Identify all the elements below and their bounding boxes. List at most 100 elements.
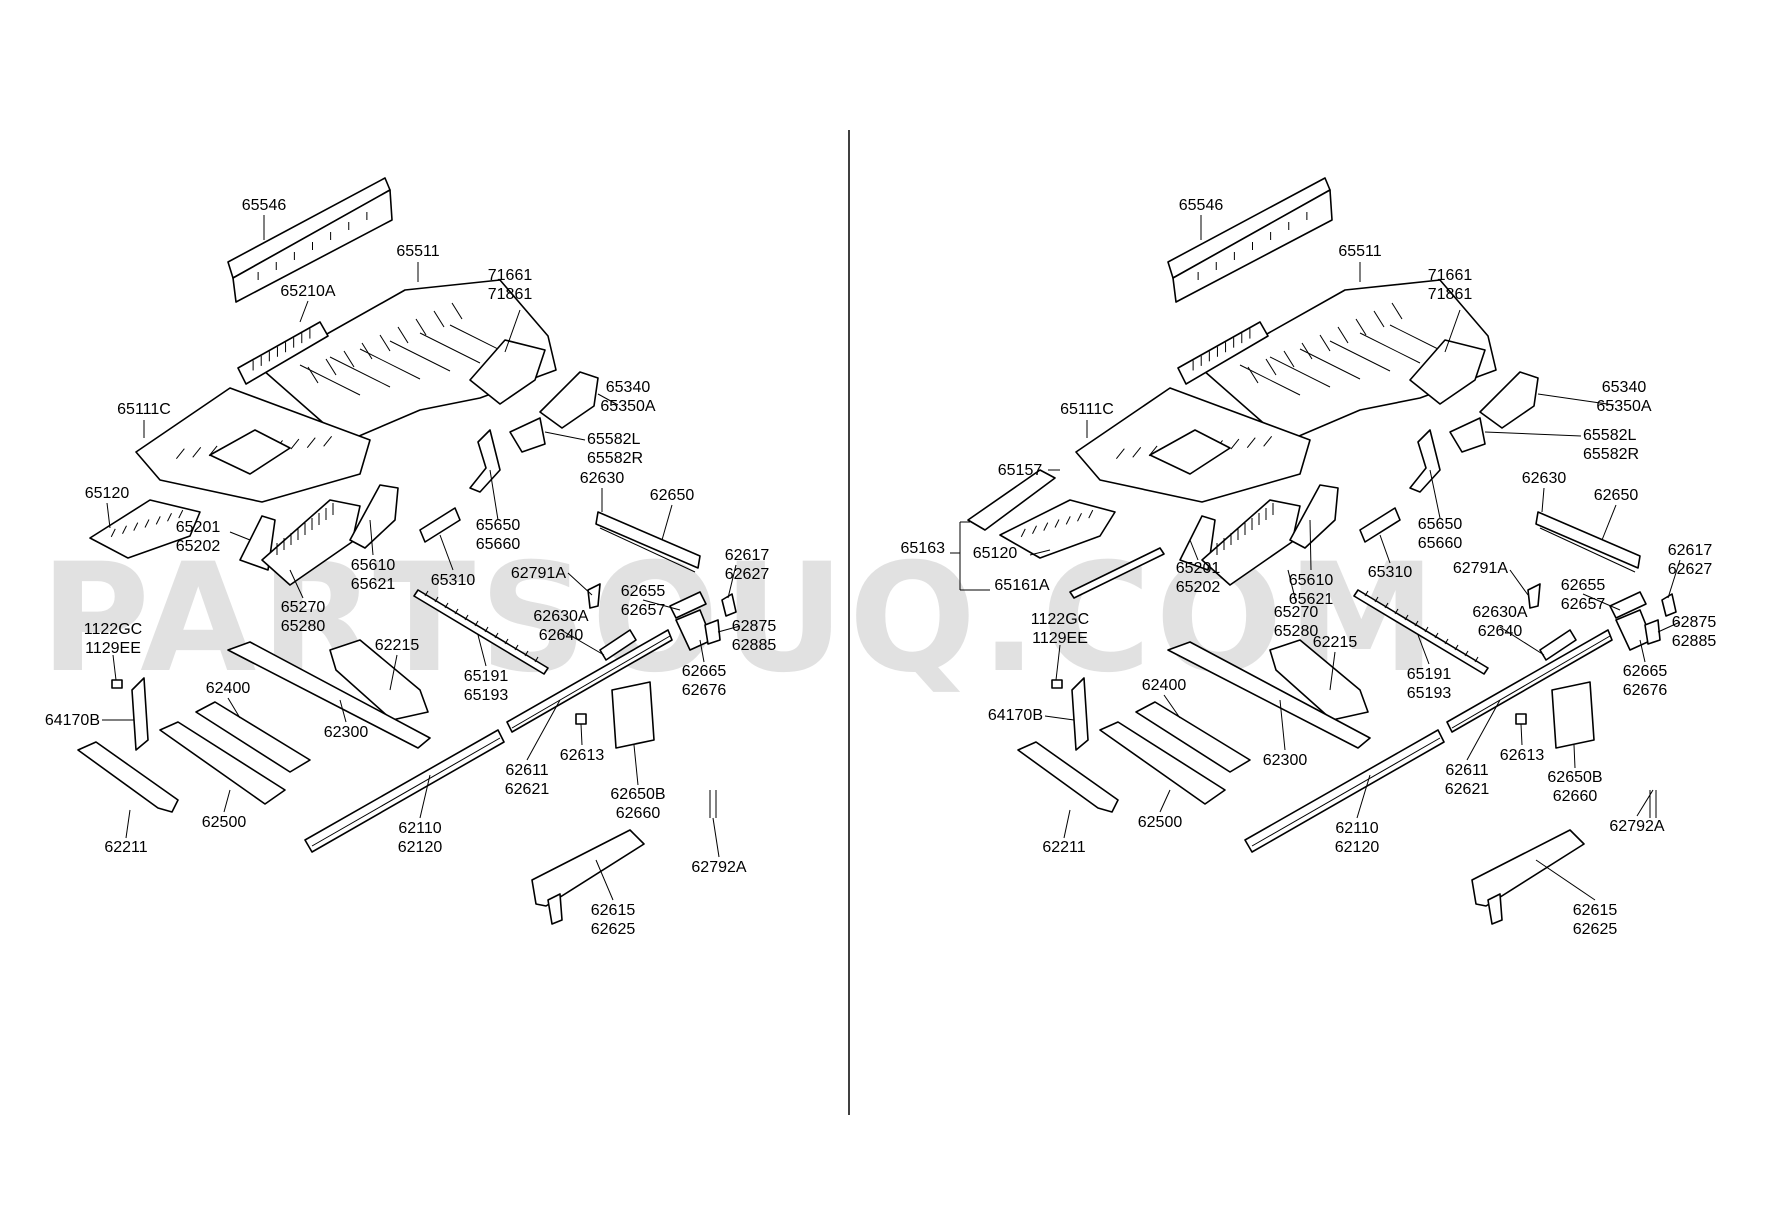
callout-62300: 62300 xyxy=(324,724,369,741)
line-detail xyxy=(1230,438,1240,450)
part-62615 xyxy=(1471,829,1585,907)
part-62791A xyxy=(1527,583,1541,609)
part-65582L xyxy=(509,417,546,453)
callout-line: 65210A xyxy=(280,283,335,300)
line-detail xyxy=(1054,519,1060,528)
line-detail xyxy=(1404,614,1409,621)
callout-line: 65511 xyxy=(396,243,439,260)
line-detail xyxy=(1032,525,1037,534)
part-65340 xyxy=(1479,371,1539,429)
part-65270 xyxy=(261,499,361,586)
leader-line xyxy=(106,502,111,529)
callout-62630: 62630 xyxy=(580,470,625,487)
part-62300 xyxy=(227,641,431,749)
callout-line: 65621 xyxy=(1289,591,1334,608)
callout-62300: 62300 xyxy=(1263,752,1308,769)
leader-line xyxy=(1429,469,1441,519)
leader-line xyxy=(526,699,561,761)
leader-line xyxy=(712,817,720,858)
part-1122GC xyxy=(1051,679,1063,689)
callout-line: 62885 xyxy=(732,637,777,654)
leader-line xyxy=(727,564,737,599)
callout-line: 65610 xyxy=(351,557,396,574)
callout-line: 62875 xyxy=(1672,614,1717,631)
callout-line: 62621 xyxy=(505,781,550,798)
callout-62791A: 62791A xyxy=(1453,560,1508,577)
callout-62613: 62613 xyxy=(1500,747,1545,764)
part-64170B xyxy=(1071,677,1089,751)
leader-line xyxy=(567,572,593,596)
part-65210A xyxy=(237,321,329,385)
callout-line: 62630 xyxy=(1522,470,1567,487)
callout-line: 65120 xyxy=(85,485,130,502)
callout-line: 62640 xyxy=(1478,623,1523,640)
line-detail xyxy=(1539,527,1636,573)
part-65191 xyxy=(413,589,549,675)
part-65310 xyxy=(419,507,461,543)
leader-line xyxy=(439,534,454,571)
line-detail xyxy=(110,528,116,538)
callout-line: 62655 xyxy=(621,583,666,600)
callout-line: 62660 xyxy=(616,805,661,822)
callout-line: 62625 xyxy=(591,921,636,938)
callout-line: 65202 xyxy=(176,538,221,555)
callout-line: 62215 xyxy=(375,637,420,654)
part-65270 xyxy=(1201,499,1301,586)
callout-line: 62640 xyxy=(539,627,584,644)
line-detail xyxy=(397,326,409,344)
callout-line: 65310 xyxy=(1368,564,1413,581)
callout-65546: 65546 xyxy=(242,197,287,214)
line-detail xyxy=(424,590,429,597)
callout-line: 62300 xyxy=(1263,752,1308,769)
part-1122GC xyxy=(111,679,123,689)
part-62875 xyxy=(1644,619,1661,645)
line-detail xyxy=(133,522,139,531)
leader-line xyxy=(1582,593,1621,611)
callout-62500: 62500 xyxy=(202,814,247,831)
callout-line: 65161A xyxy=(994,577,1049,594)
leader-line xyxy=(389,654,398,691)
callout-62400: 62400 xyxy=(206,680,251,697)
callout-line: 1129EE xyxy=(1032,630,1088,647)
callout-line: 62665 xyxy=(1623,663,1668,680)
leader-line xyxy=(112,654,117,681)
line-detail xyxy=(144,519,150,528)
callout-line: 64170B xyxy=(45,712,100,729)
callout-line: 65163 xyxy=(901,540,946,557)
callout-64170B: 64170B xyxy=(45,712,100,729)
callout-65310: 65310 xyxy=(1368,564,1413,581)
part-62400 xyxy=(1135,701,1251,773)
callout-65511: 65511 xyxy=(1338,243,1381,260)
leader-line xyxy=(595,859,614,901)
line-detail xyxy=(1043,522,1049,531)
line-detail xyxy=(599,527,696,573)
callout-62650: 62650 xyxy=(650,487,695,504)
leader-line xyxy=(1329,651,1336,691)
line-detail xyxy=(494,632,499,639)
callout-line: 62660 xyxy=(1553,788,1598,805)
callout-line: 62792A xyxy=(691,859,746,876)
line-detail xyxy=(1132,446,1142,458)
line-detail xyxy=(1088,509,1094,519)
leader-line xyxy=(1466,699,1501,761)
callout-line: 62617 xyxy=(1668,542,1713,559)
part-62615 xyxy=(531,829,645,907)
leader-line xyxy=(339,699,347,723)
line-detail xyxy=(155,516,161,525)
callout-line: 65193 xyxy=(464,687,509,704)
line-detail xyxy=(192,446,202,458)
callout-line: 62875 xyxy=(732,618,777,635)
left-variant-leader-lines xyxy=(102,215,741,901)
line-detail xyxy=(1077,513,1082,522)
